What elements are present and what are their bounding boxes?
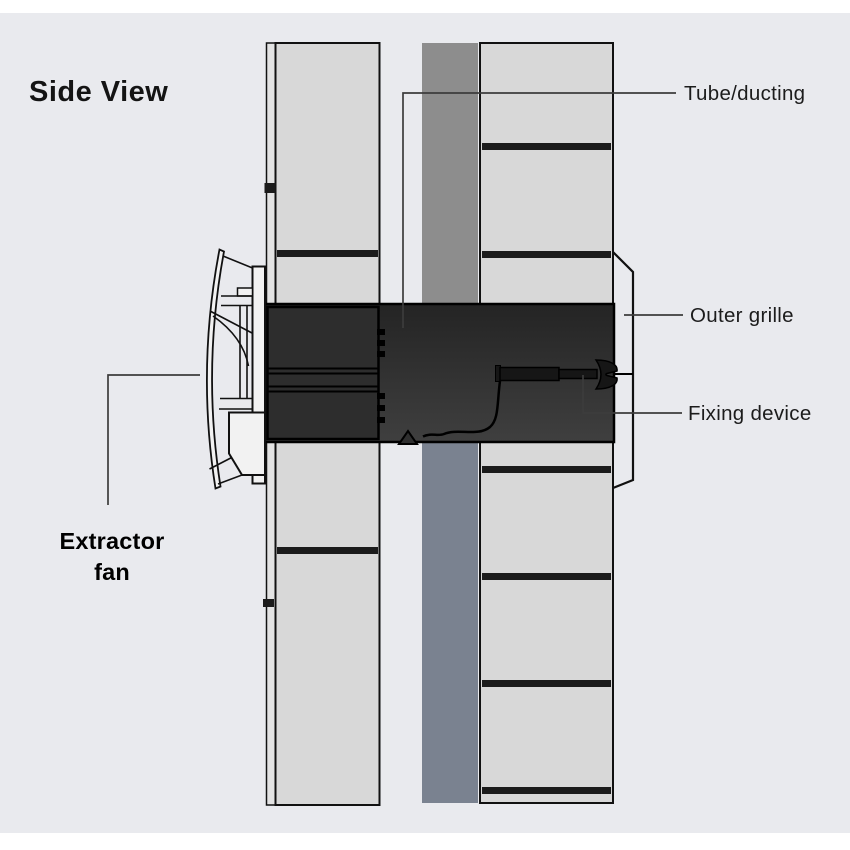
label-extractor-line1: Extractor: [59, 528, 165, 554]
page-title: Side View: [29, 76, 169, 108]
label-extractor-fan: Extractor fan: [37, 526, 187, 588]
leader-tube-ducting: [402, 92, 676, 328]
fixing-rod: [558, 368, 598, 380]
wall-cavity: [422, 43, 478, 803]
mortar-joint: [482, 680, 611, 687]
fan-top-edge: [222, 255, 253, 269]
fan-front-cover: [206, 248, 226, 490]
extractor-fan-shape: [206, 248, 266, 490]
cavity-lower: [422, 441, 478, 803]
outer-grille-shape: [612, 251, 635, 490]
mortar-joint: [482, 251, 611, 258]
fan-struts: [219, 295, 252, 410]
cavity-upper: [422, 43, 478, 305]
mortar-joint: [277, 547, 378, 554]
fan-cord: [397, 380, 502, 445]
leader-lines: [107, 92, 683, 505]
fan-lower-housing: [228, 411, 266, 476]
mortar-joint: [482, 573, 611, 580]
fixing-clamp: [594, 359, 618, 390]
fixing-device-shape: [495, 359, 633, 390]
fan-top-collar: [236, 287, 254, 297]
label-extractor-line2: fan: [94, 559, 130, 585]
mortar-joint: [482, 466, 611, 473]
mortar-joint: [482, 787, 611, 794]
leader-fixing-device: [582, 375, 682, 414]
mortar-joint: [277, 250, 378, 257]
label-fixing-device: Fixing device: [688, 402, 812, 425]
label-outer-grille: Outer grille: [690, 304, 794, 327]
liner-joint: [264, 183, 276, 193]
fan-lower-edge: [217, 474, 243, 485]
leader-extractor-fan: [107, 374, 200, 505]
label-tube-ducting: Tube/ducting: [684, 82, 806, 105]
cord-line: [422, 380, 502, 438]
mortar-joint: [482, 143, 611, 150]
fan-motor-body: [266, 305, 385, 441]
fan-body-vents: [377, 329, 385, 423]
cord-pointer: [397, 429, 419, 445]
fan-body-bands: [268, 367, 378, 393]
liner-joint: [263, 599, 274, 607]
fixing-strap: [499, 366, 560, 382]
